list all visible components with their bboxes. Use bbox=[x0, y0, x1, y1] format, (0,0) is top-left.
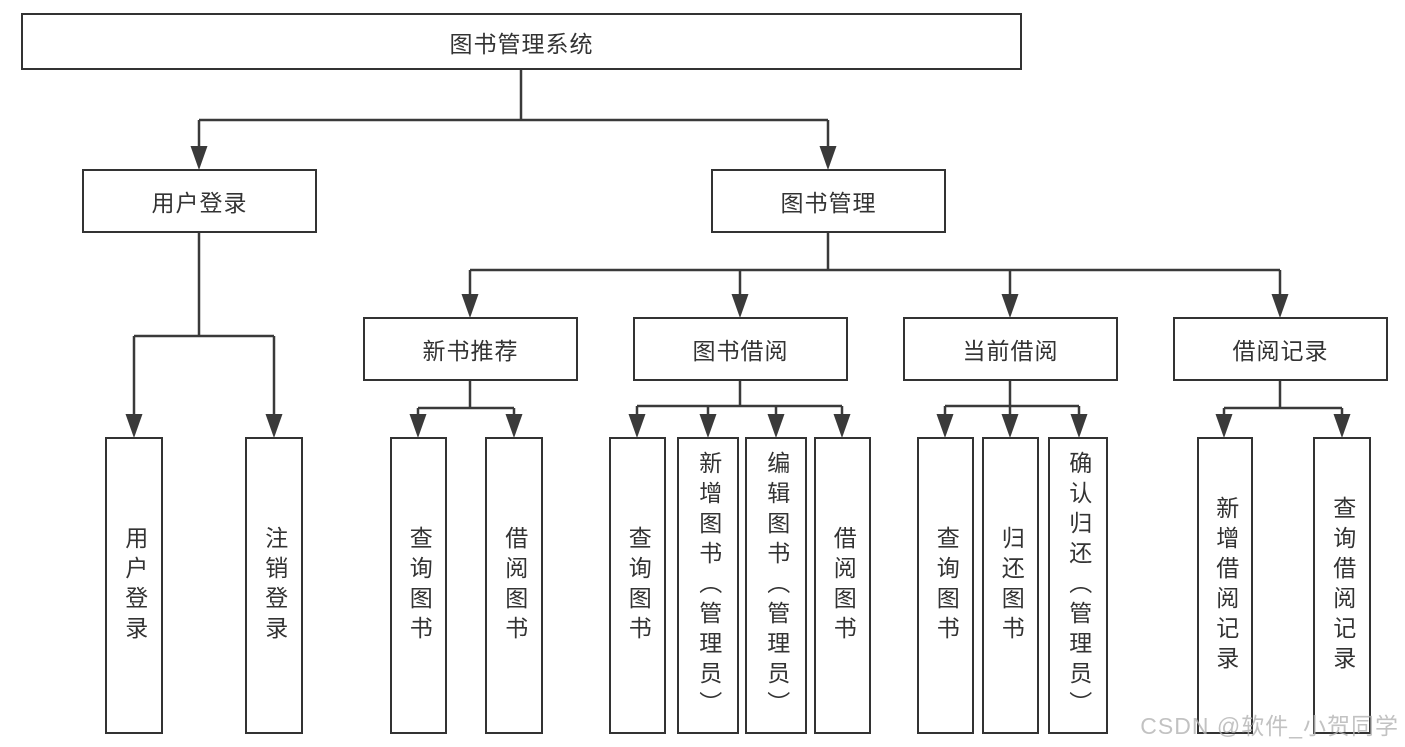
node-user-login: 用户登录 bbox=[82, 169, 317, 233]
leaf-edit-books-admin: 编辑图书（管理员） bbox=[745, 437, 807, 734]
node-book-borrowing: 图书借阅 bbox=[633, 317, 848, 381]
leaf-logout: 注销登录 bbox=[245, 437, 303, 734]
leaf-logout-label: 注销登录 bbox=[261, 525, 288, 646]
leaf-confirm-return-admin-label: 确认归还（管理员） bbox=[1065, 450, 1092, 721]
leaf-borrow-books-label: 借阅图书 bbox=[830, 525, 857, 646]
leaf-borrow-books: 借阅图书 bbox=[814, 437, 871, 734]
leaf-return-books: 归还图书 bbox=[982, 437, 1039, 734]
leaf-query-books-borrowing: 查询图书 bbox=[609, 437, 666, 734]
leaf-edit-books-admin-label: 编辑图书（管理员） bbox=[763, 450, 790, 721]
node-book-management: 图书管理 bbox=[711, 169, 946, 233]
leaf-user-login: 用户登录 bbox=[105, 437, 163, 734]
leaf-add-books-admin-label: 新增图书（管理员） bbox=[695, 450, 722, 721]
leaf-confirm-return-admin: 确认归还（管理员） bbox=[1048, 437, 1108, 734]
leaf-add-borrow-record: 新增借阅记录 bbox=[1197, 437, 1253, 734]
leaf-query-books-borrowing-label: 查询图书 bbox=[625, 525, 652, 646]
csdn-watermark: CSDN @软件_小贺同学 bbox=[1140, 713, 1399, 739]
node-borrowing-records: 借阅记录 bbox=[1173, 317, 1388, 381]
arrowheads bbox=[125, 146, 1351, 438]
leaf-return-books-label: 归还图书 bbox=[998, 525, 1025, 646]
leaf-query-books-recommend-label: 查询图书 bbox=[406, 525, 433, 646]
leaf-query-books-recommend: 查询图书 bbox=[390, 437, 447, 734]
leaf-query-books-current-label: 查询图书 bbox=[933, 525, 960, 646]
leaf-add-borrow-record-label: 新增借阅记录 bbox=[1212, 495, 1239, 676]
leaf-query-borrow-record-label: 查询借阅记录 bbox=[1329, 495, 1356, 676]
leaf-query-borrow-record: 查询借阅记录 bbox=[1313, 437, 1371, 734]
node-system-title: 图书管理系统 bbox=[21, 13, 1022, 70]
leaf-borrow-books-recommend-label: 借阅图书 bbox=[501, 525, 528, 646]
leaf-add-books-admin: 新增图书（管理员） bbox=[677, 437, 739, 734]
leaf-borrow-books-recommend: 借阅图书 bbox=[485, 437, 543, 734]
leaf-query-books-current: 查询图书 bbox=[917, 437, 974, 734]
node-new-book-recommendation: 新书推荐 bbox=[363, 317, 578, 381]
leaf-user-login-label: 用户登录 bbox=[121, 525, 148, 646]
node-current-borrowing: 当前借阅 bbox=[903, 317, 1118, 381]
